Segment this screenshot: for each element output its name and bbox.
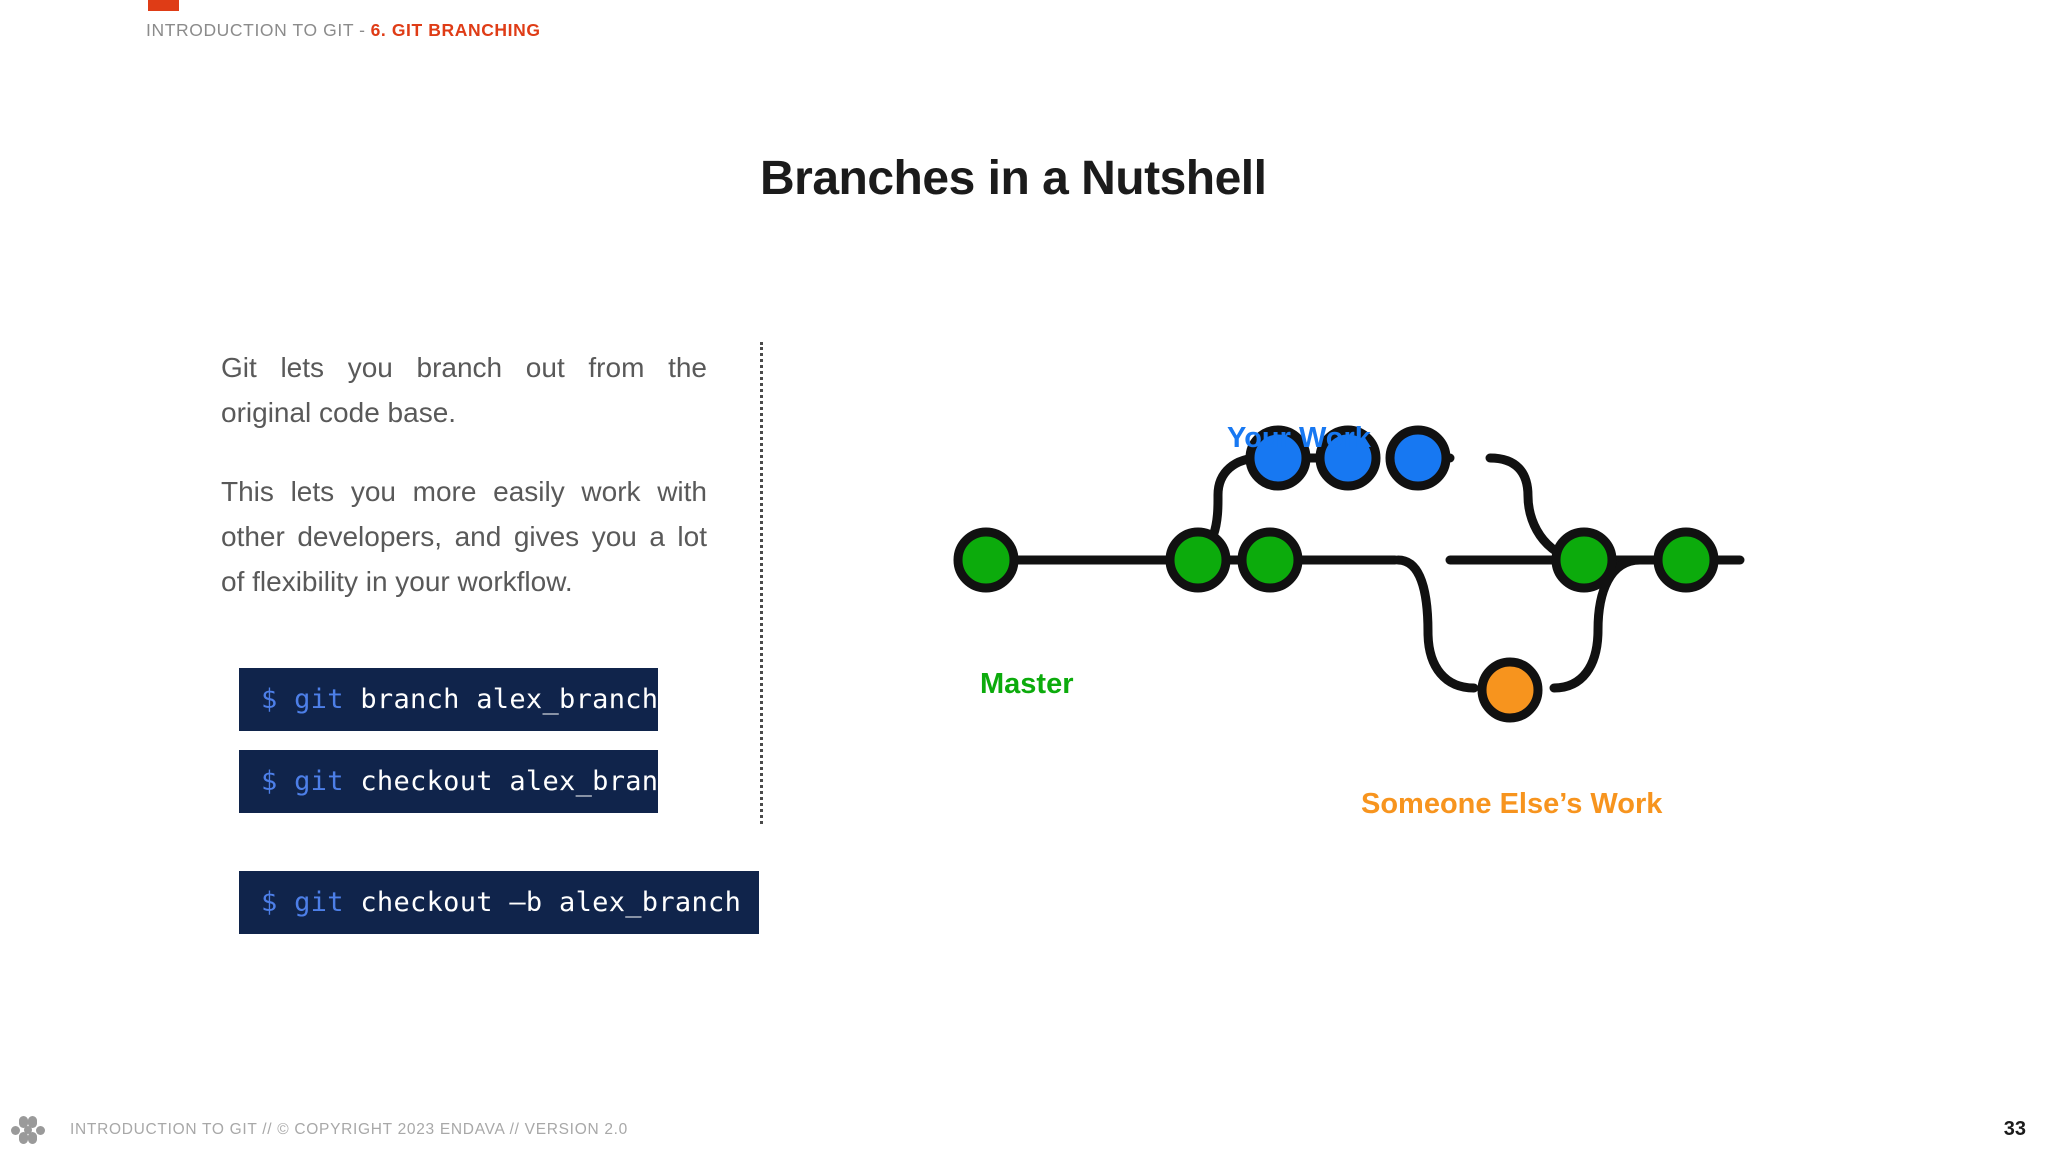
code-args-1: branch alex_branch [360,684,659,715]
code-keyword-2: git [294,766,344,797]
commit-node-master-5 [1653,527,1719,593]
commit-node-someone-else-1 [1477,657,1543,723]
git-branching-diagram [950,400,1770,840]
accent-bar [148,0,179,11]
code-args-3: checkout –b alex_branch [360,887,742,918]
breadcrumb-section: 6. GIT BRANCHING [370,20,541,40]
page-number: 33 [2003,1118,2026,1140]
code-block-git-branch: $ git branch alex_branch [239,668,658,731]
vertical-dotted-divider [760,342,763,824]
diagram-label-someone-else: Someone Else’s Work [1361,788,1663,820]
commit-node-master-4 [1551,527,1617,593]
body-copy: Git lets you branch out from the origina… [221,345,707,605]
code-line-3: $ git checkout –b alex_branch [261,887,741,918]
endava-dots-logo-icon [11,1115,45,1145]
breadcrumb-separator: - [359,20,366,40]
code-line-1: $ git branch alex_branch [261,684,658,715]
breadcrumb-course: INTRODUCTION TO GIT [146,20,355,40]
code-line-2: $ git checkout alex_branch [261,766,691,797]
commit-node-your-work-1 [1245,425,1311,491]
commit-node-master-2 [1165,527,1231,593]
commit-node-master-3 [1237,527,1303,593]
body-paragraph-1: Git lets you branch out from the origina… [221,352,707,429]
code-keyword-3: git [294,887,344,918]
code-args-2: checkout alex_branch [360,766,692,797]
code-block-git-checkout: $ git checkout alex_branch [239,750,691,813]
commit-node-your-work-2 [1315,425,1381,491]
commit-node-master-1 [953,527,1019,593]
edge-branch-out-someone-else [1393,555,1479,693]
code-prompt-2: $ [261,766,278,797]
diagram-label-your-work: Your Work [1227,422,1371,454]
code-prompt-3: $ [261,887,278,918]
commit-node-your-work-3 [1385,425,1451,491]
diagram-label-master: Master [980,668,1074,700]
code-keyword-1: git [294,684,344,715]
edge-merge-someone-else [1549,555,1645,693]
breadcrumb: INTRODUCTION TO GIT-6. GIT BRANCHING [146,20,541,40]
body-paragraph-2: This lets you more easily work with othe… [221,475,707,598]
code-block-git-checkout-b: $ git checkout –b alex_branch [239,871,759,934]
code-prompt-1: $ [261,684,278,715]
page-title: Branches in a Nutshell [760,152,1267,205]
footer-text: INTRODUCTION TO GIT // © COPYRIGHT 2023 … [70,1121,628,1138]
